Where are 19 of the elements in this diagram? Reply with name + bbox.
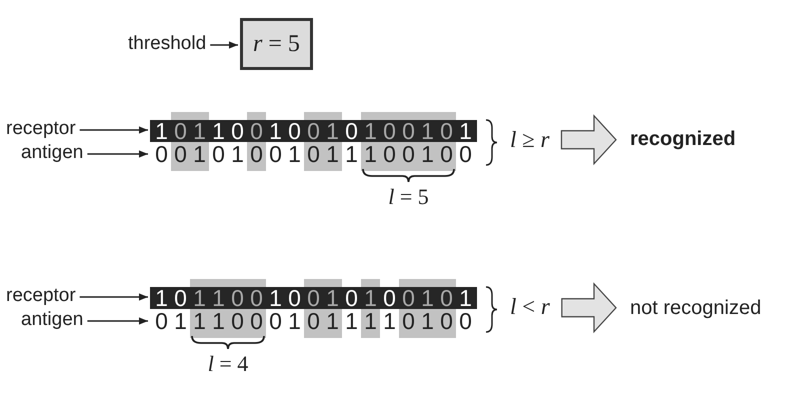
result-text: not recognized <box>630 297 762 320</box>
result-text: recognized <box>630 128 736 151</box>
match-length-label: l = 4 <box>208 351 248 377</box>
threshold-label: threshold <box>128 33 206 55</box>
row-label: receptor <box>6 285 76 307</box>
arrow <box>80 293 148 301</box>
condition-text: l < r <box>510 294 550 320</box>
row-label: receptor <box>6 118 76 140</box>
row-label: antigen <box>21 309 84 331</box>
row-label: antigen <box>21 142 84 164</box>
arrow <box>210 41 238 49</box>
arrow <box>80 126 148 134</box>
condition-text: l ≥ r <box>510 127 550 153</box>
block-arrow <box>561 282 617 334</box>
threshold-box: r = 5 <box>240 18 313 70</box>
match-length-label: l = 5 <box>388 184 429 210</box>
block-arrow <box>560 114 617 166</box>
arrow <box>87 150 148 158</box>
arrow <box>87 317 148 325</box>
